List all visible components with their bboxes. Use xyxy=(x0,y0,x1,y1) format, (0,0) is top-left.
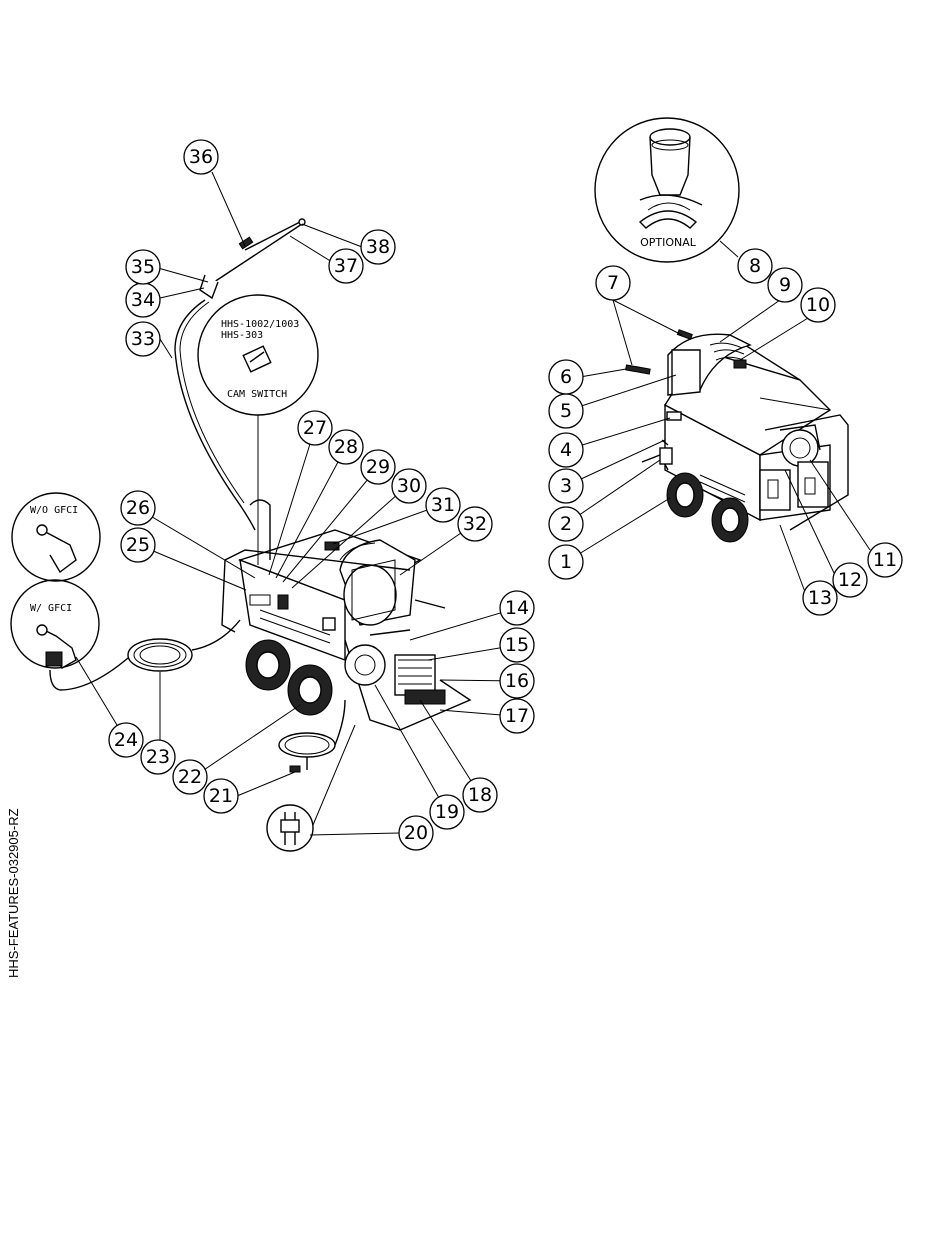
callout-32: 32 xyxy=(458,507,492,541)
callout-11: 11 xyxy=(868,543,902,577)
svg-text:18: 18 xyxy=(468,784,492,806)
callout-38: 38 xyxy=(361,230,395,264)
callout-28: 28 xyxy=(329,430,363,464)
svg-text:30: 30 xyxy=(397,475,421,497)
callout-12: 12 xyxy=(833,563,867,597)
svg-text:14: 14 xyxy=(505,597,529,619)
cam-switch-models-1: HHS-1002/1003 xyxy=(221,319,299,330)
svg-text:19: 19 xyxy=(435,801,459,823)
callout-14: 14 xyxy=(500,591,534,625)
main-unit xyxy=(50,219,470,851)
callout-35: 35 xyxy=(126,250,160,284)
callout-4: 4 xyxy=(549,433,583,467)
svg-text:11: 11 xyxy=(873,549,897,571)
svg-text:22: 22 xyxy=(178,766,202,788)
callout-1: 1 xyxy=(549,545,583,579)
callout-16: 16 xyxy=(500,664,534,698)
callout-3: 3 xyxy=(549,469,583,503)
callout-18: 18 xyxy=(463,778,497,812)
svg-text:10: 10 xyxy=(806,294,830,316)
wo-gfci-label: W/O GFCI xyxy=(30,505,78,516)
callout-17: 17 xyxy=(500,699,534,733)
svg-text:9: 9 xyxy=(779,274,791,296)
svg-text:6: 6 xyxy=(560,366,572,388)
svg-text:31: 31 xyxy=(431,494,455,516)
callout-30: 30 xyxy=(392,469,426,503)
svg-text:17: 17 xyxy=(505,705,529,727)
svg-text:35: 35 xyxy=(131,256,155,278)
optional-label: OPTIONAL xyxy=(640,236,697,249)
callout-36: 36 xyxy=(184,140,218,174)
callout-21: 21 xyxy=(204,779,238,813)
svg-text:15: 15 xyxy=(505,634,529,656)
callout-31: 31 xyxy=(426,488,460,522)
callout-10: 10 xyxy=(801,288,835,322)
callout-13: 13 xyxy=(803,581,837,615)
svg-text:27: 27 xyxy=(303,417,327,439)
svg-text:29: 29 xyxy=(366,456,390,478)
callout-27: 27 xyxy=(298,411,332,445)
w-gfci-inset: W/ GFCI xyxy=(11,580,99,668)
svg-text:16: 16 xyxy=(505,670,529,692)
callout-6: 6 xyxy=(549,360,583,394)
callout-23: 23 xyxy=(141,740,175,774)
callout-5: 5 xyxy=(549,394,583,428)
cam-switch-models-2: HHS-303 xyxy=(221,330,263,341)
svg-text:8: 8 xyxy=(749,255,761,277)
callout-34: 34 xyxy=(126,283,160,317)
callout-25: 25 xyxy=(121,528,155,562)
svg-text:13: 13 xyxy=(808,587,832,609)
svg-text:24: 24 xyxy=(114,729,138,751)
svg-text:1: 1 xyxy=(560,551,572,573)
callout-29: 29 xyxy=(361,450,395,484)
svg-text:20: 20 xyxy=(404,822,428,844)
callout-9: 9 xyxy=(768,268,802,302)
callout-37: 37 xyxy=(329,249,363,283)
svg-text:21: 21 xyxy=(209,785,233,807)
optional-inset: OPTIONAL xyxy=(595,118,739,262)
svg-text:38: 38 xyxy=(366,236,390,258)
callout-2: 2 xyxy=(549,507,583,541)
svg-text:5: 5 xyxy=(560,400,572,422)
w-gfci-label: W/ GFCI xyxy=(30,603,72,614)
svg-text:28: 28 xyxy=(334,436,358,458)
svg-text:2: 2 xyxy=(560,513,572,535)
callout-22: 22 xyxy=(173,760,207,794)
cam-switch-label: CAM SWITCH xyxy=(227,389,287,400)
svg-text:26: 26 xyxy=(126,497,150,519)
drawing-id-label: HHS-FEATURES-032905-RZ xyxy=(6,808,21,978)
callout-7: 7 xyxy=(596,266,630,300)
callout-24: 24 xyxy=(109,723,143,757)
callout-20: 20 xyxy=(399,816,433,850)
svg-text:23: 23 xyxy=(146,746,170,768)
svg-text:12: 12 xyxy=(838,569,862,591)
callout-8: 8 xyxy=(738,249,772,283)
wo-gfci-inset: W/O GFCI xyxy=(12,493,100,581)
svg-text:4: 4 xyxy=(560,439,572,461)
callout-15: 15 xyxy=(500,628,534,662)
callout-26: 26 xyxy=(121,491,155,525)
svg-text:25: 25 xyxy=(126,534,150,556)
svg-text:32: 32 xyxy=(463,513,487,535)
svg-text:33: 33 xyxy=(131,328,155,350)
svg-text:7: 7 xyxy=(607,272,619,294)
callout-33: 33 xyxy=(126,322,160,356)
svg-text:3: 3 xyxy=(560,475,572,497)
rear-view-unit xyxy=(626,330,848,542)
callout-19: 19 xyxy=(430,795,464,829)
svg-text:36: 36 xyxy=(189,146,213,168)
svg-text:37: 37 xyxy=(334,255,358,277)
svg-text:34: 34 xyxy=(131,289,155,311)
